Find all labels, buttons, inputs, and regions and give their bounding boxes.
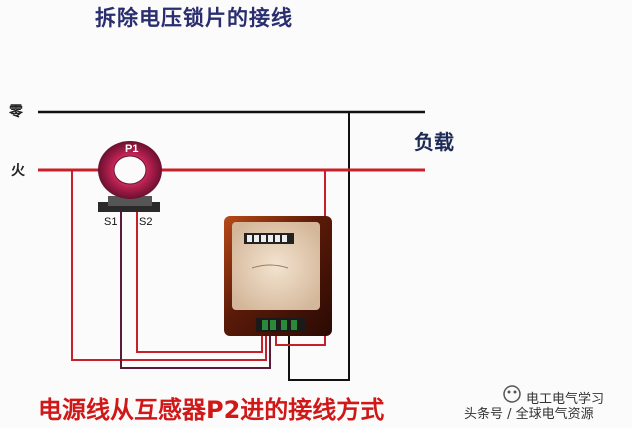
neutral-drop-wire bbox=[288, 112, 350, 381]
diagram-title: 拆除电压锁片的接线 bbox=[95, 5, 293, 30]
s1-wire bbox=[71, 170, 267, 361]
terminal-s2-label: S2 bbox=[139, 216, 153, 228]
watermark-line1: 电工电气学习 bbox=[526, 392, 605, 407]
s1-lead-wire bbox=[120, 210, 271, 369]
watermark-logo-icon bbox=[503, 385, 521, 403]
neutral-label: 零 bbox=[9, 104, 23, 120]
s2-wire bbox=[136, 210, 263, 353]
watermark-line2: 头条号 / 全球电气资源 bbox=[464, 407, 594, 422]
terminal-s1-label: S1 bbox=[104, 216, 118, 228]
live-label: 火 bbox=[11, 163, 25, 179]
current-transformer bbox=[98, 141, 162, 212]
diagram-caption: 电源线从互感器P2进的接线方式 bbox=[38, 396, 385, 424]
ct-name-label: P1 bbox=[125, 143, 139, 155]
load-label: 负载 bbox=[414, 130, 454, 154]
energy-meter bbox=[224, 216, 332, 336]
